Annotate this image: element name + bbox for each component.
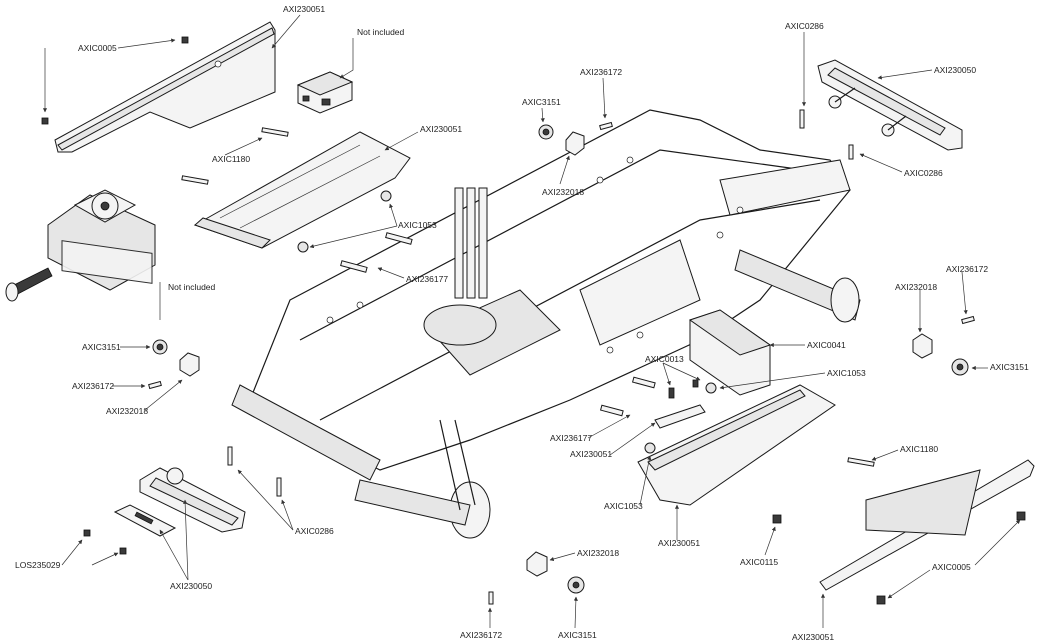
label-axic0005-bot: AXIC0005 bbox=[932, 562, 971, 572]
label-axic0005-top: AXIC0005 bbox=[78, 43, 117, 53]
label-axic0041: AXIC0041 bbox=[807, 340, 846, 350]
label-axic3151-top: AXIC3151 bbox=[522, 97, 561, 107]
label-axic1053-low: AXIC1053 bbox=[604, 501, 643, 511]
label-axi232018-bot: AXI232018 bbox=[577, 548, 619, 558]
part-labels: AXI230051 AXIC0005 Not included AXIC0286… bbox=[15, 4, 1029, 642]
label-axi232018-right: AXI232018 bbox=[895, 282, 937, 292]
label-axic0286-right: AXIC0286 bbox=[904, 168, 943, 178]
label-axi230050-bot: AXI230050 bbox=[170, 581, 212, 591]
top-right-bumper bbox=[817, 59, 963, 151]
esc-unit bbox=[5, 189, 156, 302]
top-left-rock-slider bbox=[54, 21, 276, 153]
leader-lines bbox=[42, 14, 1021, 629]
label-axi232018-left: AXI232018 bbox=[106, 406, 148, 416]
screw-axic0005-left bbox=[41, 117, 49, 125]
hardware-items bbox=[41, 36, 1026, 605]
label-not-included-top: Not included bbox=[357, 27, 405, 37]
label-axi236172-left: AXI236172 bbox=[72, 381, 114, 391]
right-floor-panel bbox=[637, 384, 836, 506]
label-axi236172-bot: AXI236172 bbox=[460, 630, 502, 640]
label-axic3151-bot: AXIC3151 bbox=[558, 630, 597, 640]
label-axi230051-top: AXI230051 bbox=[283, 4, 325, 14]
label-axic0115: AXIC0115 bbox=[740, 557, 778, 567]
left-floor-panel bbox=[193, 131, 411, 249]
label-axic0286-bot: AXIC0286 bbox=[295, 526, 334, 536]
label-axic3151-right: AXIC3151 bbox=[990, 362, 1029, 372]
label-axi236177-mid: AXI236177 bbox=[550, 433, 592, 443]
main-chassis bbox=[231, 109, 861, 539]
label-axic3151-left: AXIC3151 bbox=[82, 342, 121, 352]
label-axi230051-low: AXI230051 bbox=[570, 449, 612, 459]
receiver-box bbox=[296, 71, 354, 114]
label-axic1180-left: AXIC1180 bbox=[212, 154, 250, 164]
label-axi230051-br: AXI230051 bbox=[792, 632, 834, 642]
label-not-included-esc: Not included bbox=[168, 282, 216, 292]
label-axi236172-top: AXI236172 bbox=[580, 67, 622, 77]
battery-tray bbox=[688, 309, 772, 396]
label-los235029: LOS235029 bbox=[15, 560, 61, 570]
screw-axic0005-top bbox=[181, 36, 189, 44]
label-axic0013: AXIC0013 bbox=[645, 354, 684, 364]
label-axic1053-left: AXIC1053 bbox=[398, 220, 437, 230]
label-axic1053-right: AXIC1053 bbox=[827, 368, 866, 378]
link-bar bbox=[654, 404, 706, 429]
label-axic1180-right: AXIC1180 bbox=[900, 444, 938, 454]
bottom-right-rock-slider bbox=[819, 459, 1035, 591]
label-axic0286-top: AXIC0286 bbox=[785, 21, 824, 31]
label-axi230051-bot: AXI230051 bbox=[658, 538, 700, 548]
label-axi232018-top: AXI232018 bbox=[542, 187, 584, 197]
label-axi236177-left: AXI236177 bbox=[406, 274, 448, 284]
label-axi230050-top: AXI230050 bbox=[934, 65, 976, 75]
bottom-left-bumper bbox=[139, 467, 246, 533]
label-axi230051-mid: AXI230051 bbox=[420, 124, 462, 134]
winch-plate bbox=[113, 504, 177, 537]
label-axi236172-right: AXI236172 bbox=[946, 264, 988, 274]
